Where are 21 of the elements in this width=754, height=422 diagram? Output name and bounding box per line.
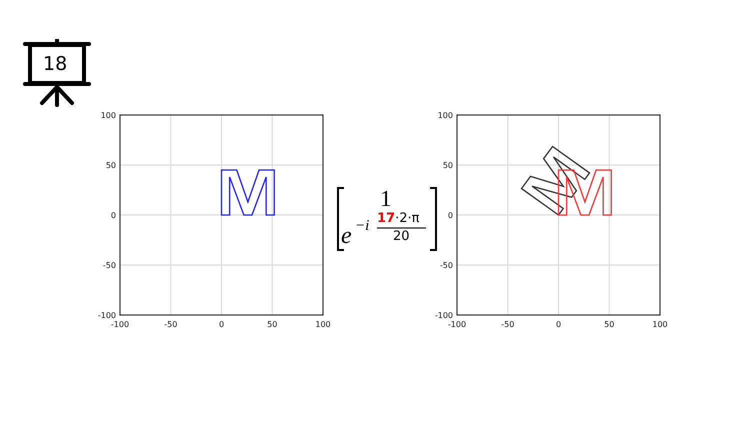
tick-label: -100 (98, 311, 116, 320)
tick-label: -50 (501, 320, 514, 329)
tick-label: -100 (110, 320, 130, 329)
tick-label: 0 (218, 320, 224, 329)
tick-label: 0 (448, 211, 453, 220)
tick-label: 100 (100, 111, 116, 120)
tick-label: -100 (434, 311, 453, 320)
tick-label: -50 (440, 261, 453, 270)
tick-label: 100 (652, 320, 668, 329)
tick-label: 50 (106, 161, 116, 170)
slide-number: 18 (43, 53, 68, 75)
tick-label: -50 (102, 261, 116, 270)
tick-label: 0 (556, 320, 562, 329)
tick-label: -50 (164, 320, 178, 329)
tick-label: 100 (438, 111, 453, 120)
tick-label: 50 (442, 161, 453, 170)
tick-label: 50 (604, 320, 614, 329)
tick-label: 0 (110, 211, 116, 220)
tick-label: 50 (267, 320, 278, 329)
tick-label: 100 (315, 320, 331, 329)
tick-label: -100 (448, 320, 466, 329)
